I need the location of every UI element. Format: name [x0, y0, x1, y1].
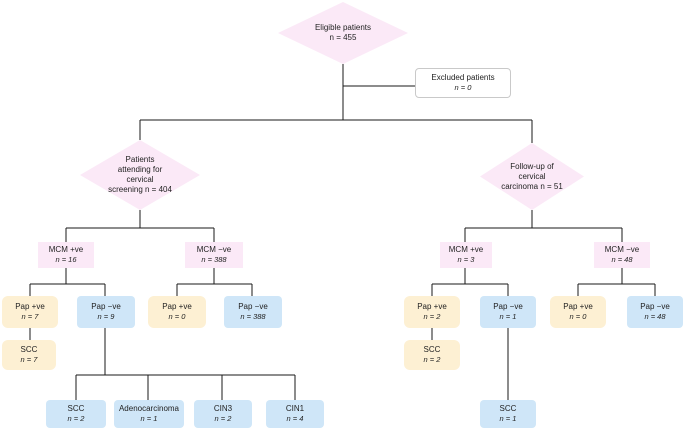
l-scc-1-label: SCC — [20, 345, 38, 354]
r-pap-neg-1-count: n = 1 — [499, 312, 517, 321]
left-mcm-negative-node: MCM −ve n = 388 — [185, 242, 243, 268]
outcome-scc-node: SCC n = 2 — [46, 400, 106, 428]
followup-line3: carcinoma — [501, 181, 539, 191]
r-scc-1-count: n = 2 — [423, 355, 441, 364]
right-pap-positive-node-b: Pap +ve n = 0 — [550, 296, 606, 328]
r-pap-neg-2-label: Pap −ve — [640, 302, 670, 311]
right-mcm-positive-node: MCM +ve n = 3 — [440, 242, 492, 268]
screening-line4: screening — [108, 185, 143, 194]
l-pap-neg-2-count: n = 388 — [240, 312, 266, 321]
r-pap-neg-2-count: n = 48 — [644, 312, 666, 321]
left-mcm-positive-node: MCM +ve n = 16 — [38, 242, 94, 268]
screening-node: Patients attending for cervical screenin… — [80, 140, 200, 210]
r-out-scc-count: n = 1 — [499, 414, 517, 423]
excluded-count: n = 0 — [454, 83, 472, 92]
right-pap-positive-node-a: Pap +ve n = 2 — [404, 296, 460, 328]
right-mcm-neg-count: n = 48 — [611, 255, 633, 264]
l-out-cin3-label: CIN3 — [213, 404, 233, 413]
left-mcm-neg-label: MCM −ve — [196, 245, 232, 254]
right-mcm-pos-count: n = 3 — [457, 255, 475, 264]
left-mcm-neg-count: n = 388 — [201, 255, 227, 264]
eligible-count: n = 455 — [329, 33, 357, 42]
r-pap-neg-1-label: Pap −ve — [493, 302, 523, 311]
l-pap-neg-1-label: Pap −ve — [91, 302, 121, 311]
r-pap-pos-2-label: Pap +ve — [563, 302, 593, 311]
right-pap-negative-node-b: Pap −ve n = 48 — [627, 296, 683, 328]
l-pap-pos-2-count: n = 0 — [168, 312, 186, 321]
outcome-adenocarcinoma-node: Adenocarcinoma n = 1 — [114, 400, 184, 428]
left-pap-negative-node-b: Pap −ve n = 388 — [224, 296, 282, 328]
l-out-adeno-count: n = 1 — [140, 414, 158, 423]
followup-line2: cervical — [518, 171, 546, 181]
l-out-scc-label: SCC — [67, 404, 85, 413]
l-pap-pos-1-label: Pap +ve — [15, 302, 45, 311]
l-out-scc-count: n = 2 — [67, 414, 85, 423]
r-pap-pos-2-count: n = 0 — [569, 312, 587, 321]
right-pap-negative-node-a: Pap −ve n = 1 — [480, 296, 536, 328]
l-pap-neg-1-count: n = 9 — [97, 312, 115, 321]
left-mcm-pos-label: MCM +ve — [48, 245, 84, 254]
l-out-cin1-label: CIN1 — [285, 404, 305, 413]
r-out-scc-label: SCC — [499, 404, 517, 413]
followup-line1: Follow-up of — [510, 161, 554, 171]
l-out-adeno-label: Adenocarcinoma — [118, 404, 180, 413]
right-scc-node: SCC n = 2 — [404, 340, 460, 370]
excluded-label: Excluded patients — [431, 73, 495, 82]
right-mcm-neg-label: MCM −ve — [604, 245, 640, 254]
excluded-patients-node: Excluded patients n = 0 — [415, 68, 511, 98]
outcome-right-scc-node: SCC n = 1 — [480, 400, 536, 428]
eligible-label: Eligible patients — [314, 23, 372, 32]
left-scc-node: SCC n = 7 — [2, 340, 56, 370]
l-out-cin3-count: n = 2 — [214, 414, 232, 423]
r-pap-pos-1-count: n = 2 — [423, 312, 441, 321]
r-scc-1-label: SCC — [423, 345, 441, 354]
followup-node: Follow-up of cervical carcinoma n = 51 — [480, 143, 584, 210]
screening-line3: cervical — [126, 175, 154, 184]
screening-line2: attending for — [117, 165, 163, 174]
l-scc-1-count: n = 7 — [20, 355, 38, 364]
eligible-patients-node: Eligible patients n = 455 — [278, 2, 408, 64]
followup-count: n = 51 — [540, 181, 563, 191]
l-pap-neg-2-label: Pap −ve — [238, 302, 268, 311]
left-pap-positive-node-b: Pap +ve n = 0 — [148, 296, 206, 328]
outcome-cin1-node: CIN1 n = 4 — [266, 400, 324, 428]
left-mcm-pos-count: n = 16 — [55, 255, 77, 264]
l-out-cin1-count: n = 4 — [286, 414, 304, 423]
r-pap-pos-1-label: Pap +ve — [417, 302, 447, 311]
screening-line1: Patients — [125, 155, 155, 164]
outcome-cin3-node: CIN3 n = 2 — [194, 400, 252, 428]
left-pap-positive-node-a: Pap +ve n = 7 — [2, 296, 58, 328]
l-pap-pos-2-label: Pap +ve — [162, 302, 192, 311]
screening-count: n = 404 — [145, 185, 172, 194]
left-pap-negative-node-a: Pap −ve n = 9 — [77, 296, 135, 328]
right-mcm-pos-label: MCM +ve — [448, 245, 484, 254]
l-pap-pos-1-count: n = 7 — [21, 312, 39, 321]
right-mcm-negative-node: MCM −ve n = 48 — [594, 242, 650, 268]
